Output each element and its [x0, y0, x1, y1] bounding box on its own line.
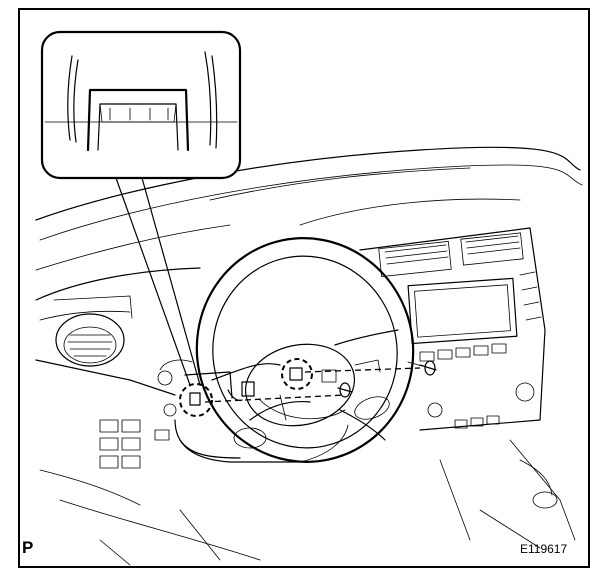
callout-leader — [115, 177, 201, 386]
left-air-vent — [53, 295, 133, 367]
bolt-icon — [337, 360, 437, 398]
left-switch-panel — [99, 403, 177, 469]
highlight-circle-left — [179, 383, 213, 417]
center-console — [359, 227, 576, 549]
dashboard-outline — [35, 146, 583, 566]
magnified-detail-callout — [40, 30, 242, 180]
figure-code: E119617 — [520, 542, 568, 556]
alignment-lines — [204, 367, 421, 403]
corner-letter: P — [22, 538, 34, 557]
highlight-circle-center — [281, 358, 313, 390]
connectors — [189, 367, 337, 421]
steering-wheel — [157, 237, 415, 463]
figure-frame — [18, 8, 590, 568]
